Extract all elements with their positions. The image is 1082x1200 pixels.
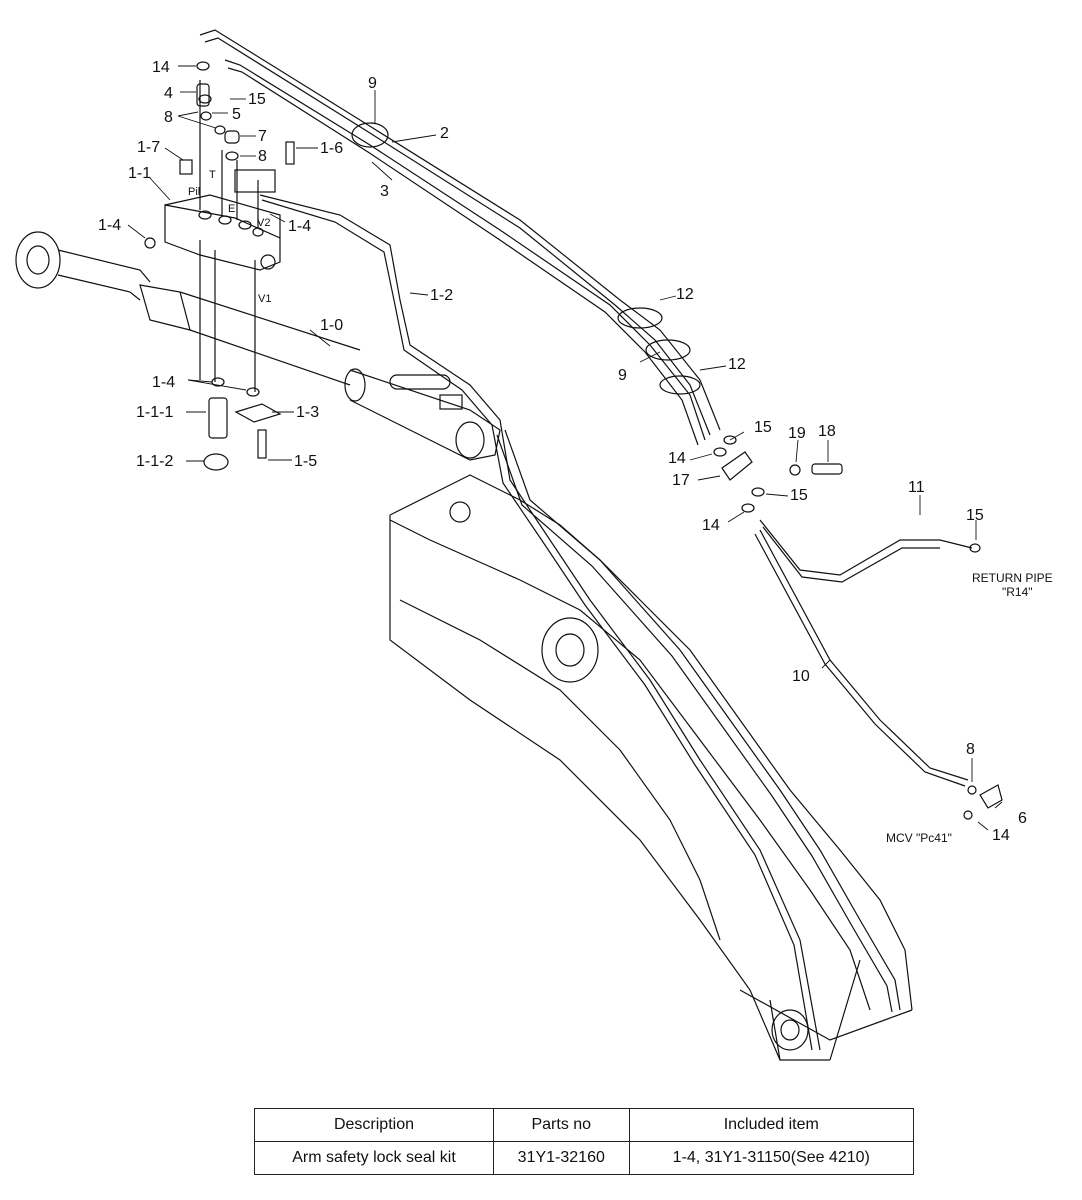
callout-1-0: 1-0 [320,317,343,334]
table-row: Arm safety lock seal kit 31Y1-32160 1-4,… [254,1141,915,1175]
callout-1-5: 1-5 [294,453,317,470]
callout-14: 14 [992,827,1010,844]
callout-12: 12 [728,356,746,373]
callout-8: 8 [258,148,267,165]
callout-1-1-2: 1-1-2 [136,453,173,470]
leader-lines [127,65,1003,831]
callout-6: 6 [1018,810,1027,827]
callout-11: 11 [908,479,925,496]
callout-4: 4 [164,85,173,102]
callout-1-1: 1-1 [128,165,151,182]
callout-19: 19 [788,425,806,442]
callout-15: 15 [248,91,266,108]
callout-14: 14 [668,450,686,467]
return-pipe-code: "R14" [1002,585,1033,599]
table-header-row: Description Parts no Included item [254,1108,915,1142]
callout-1-2: 1-2 [430,287,453,304]
callout-8: 8 [164,109,173,126]
callout-12: 12 [676,286,694,303]
column-header-description: Description [254,1108,494,1142]
callout-14: 14 [152,59,170,76]
cell-description: Arm safety lock seal kit [254,1141,494,1175]
cell-included-item: 1-4, 31Y1-31150(See 4210) [628,1141,915,1175]
callout-3: 3 [380,183,389,200]
callout-7: 7 [258,128,267,145]
callout-15: 15 [790,487,808,504]
port-label-pil: Pil [188,186,200,198]
fittings [179,61,1003,820]
callout-17: 17 [672,472,690,489]
column-header-included-item: Included item [628,1108,915,1142]
callout-15: 15 [966,507,984,524]
port-label-v1: V1 [258,293,271,305]
mcv-note: MCV "Pc41" [886,831,952,845]
port-label-v2: V2 [257,217,270,229]
port-label-t: T [209,169,216,181]
safety-valve-block [144,80,281,392]
callout-1-3: 1-3 [296,404,319,421]
callout-10: 10 [792,668,810,685]
boom [389,474,913,1061]
callout-18: 18 [818,423,836,440]
hoses [199,29,973,1051]
callout-1-6: 1-6 [320,140,343,157]
callout-1-1-1: 1-1-1 [136,404,173,421]
callout-2: 2 [440,125,449,142]
parts-table: Description Parts no Included item Arm s… [254,1108,915,1175]
callout-5: 5 [232,106,241,123]
callout-1-7: 1-7 [137,139,160,156]
cell-parts-no: 31Y1-32160 [492,1141,630,1175]
callout-9: 9 [618,367,627,384]
callout-1-4: 1-4 [98,217,121,234]
arm-cylinder [15,231,501,461]
callout-14: 14 [702,517,720,534]
callout-9: 9 [368,75,377,92]
column-header-parts-no: Parts no [492,1108,630,1142]
clamps [351,122,701,395]
callout-8: 8 [966,741,975,758]
callout-15: 15 [754,419,772,436]
return-pipe-note: RETURN PIPE [972,571,1053,585]
port-label-e: E [228,203,235,215]
callout-1-4: 1-4 [288,218,311,235]
callout-1-4: 1-4 [152,374,175,391]
hydraulic-parts-diagram: Pil T E V2 V1 14 4 15 8 5 7 8 1-7 1-6 9 … [15,29,1053,1061]
